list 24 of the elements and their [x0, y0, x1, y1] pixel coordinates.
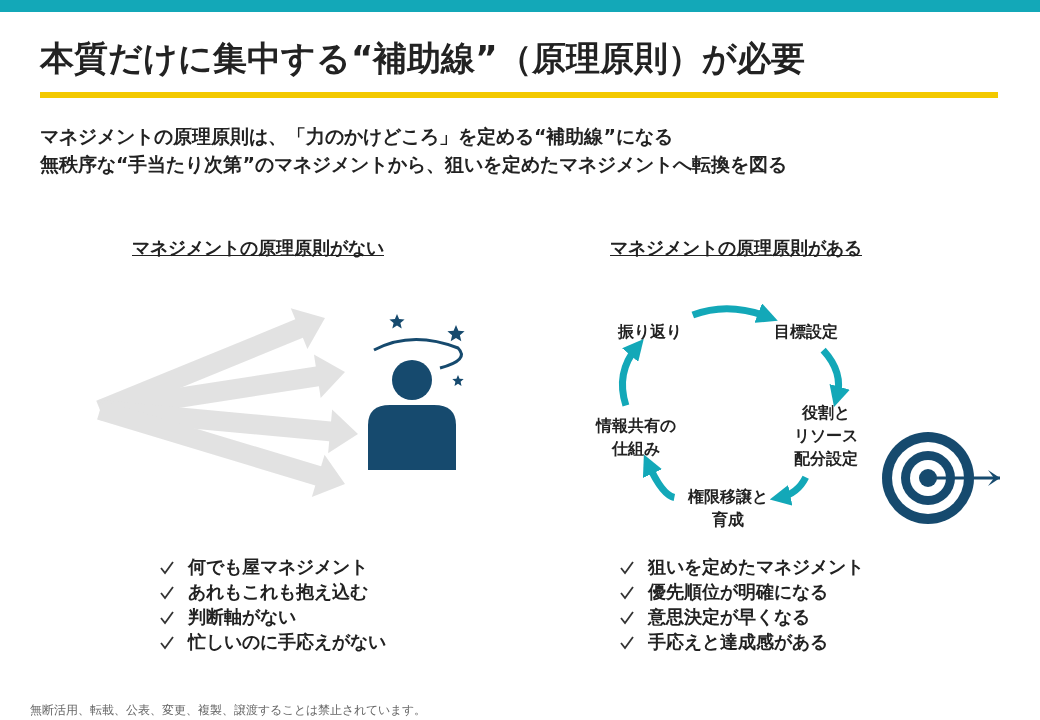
cycle-arrow	[820, 347, 850, 408]
cycle-step-text: 情報共有の仕組み	[580, 410, 692, 465]
subtitle-text: 無秩序な“手当たり次第”のマネジメントから、狙いを定めたマネジメントへ転換を図る	[40, 152, 787, 177]
section-heading: マネジメントの原理原則がある	[610, 236, 862, 260]
copyright-notice: 無断活用、転載、公表、変更、複製、譲渡することは禁止されています。	[30, 702, 426, 719]
checklist-item: 忙しいのに手応えがない	[188, 630, 386, 654]
cycle-arrow	[769, 475, 809, 506]
cycle-step-text: 権限移譲と育成	[676, 481, 780, 536]
cycle-step-text: 振り返り	[612, 316, 688, 348]
checklist-item: 狙いを定めたマネジメント	[648, 555, 864, 579]
cycle-step-text: 役割とリソース配分設定	[786, 397, 866, 475]
cycle-step-text: 目標設定	[768, 316, 844, 348]
checklist-item: 何でも屋マネジメント	[188, 555, 368, 579]
checklist-item: 優先順位が明確になる	[648, 580, 828, 604]
subtitle-text: マネジメントの原理原則は、「力のかけどころ」を定める“補助線”になる	[40, 124, 673, 149]
checklist-item: 手応えと達成感がある	[648, 630, 828, 654]
checklist-item: あれもこれも抱え込む	[188, 580, 368, 604]
cycle-arrow	[618, 338, 644, 407]
checklist-item: 判断軸がない	[188, 605, 296, 629]
cycle-arrow	[643, 454, 676, 501]
cycle-arrow	[691, 303, 778, 324]
checklist-item: 意思決定が早くなる	[648, 605, 810, 629]
slide-title: 本質だけに集中する“補助線”（原理原則）が必要	[40, 37, 805, 80]
section-heading: マネジメントの原理原則がない	[132, 236, 384, 260]
